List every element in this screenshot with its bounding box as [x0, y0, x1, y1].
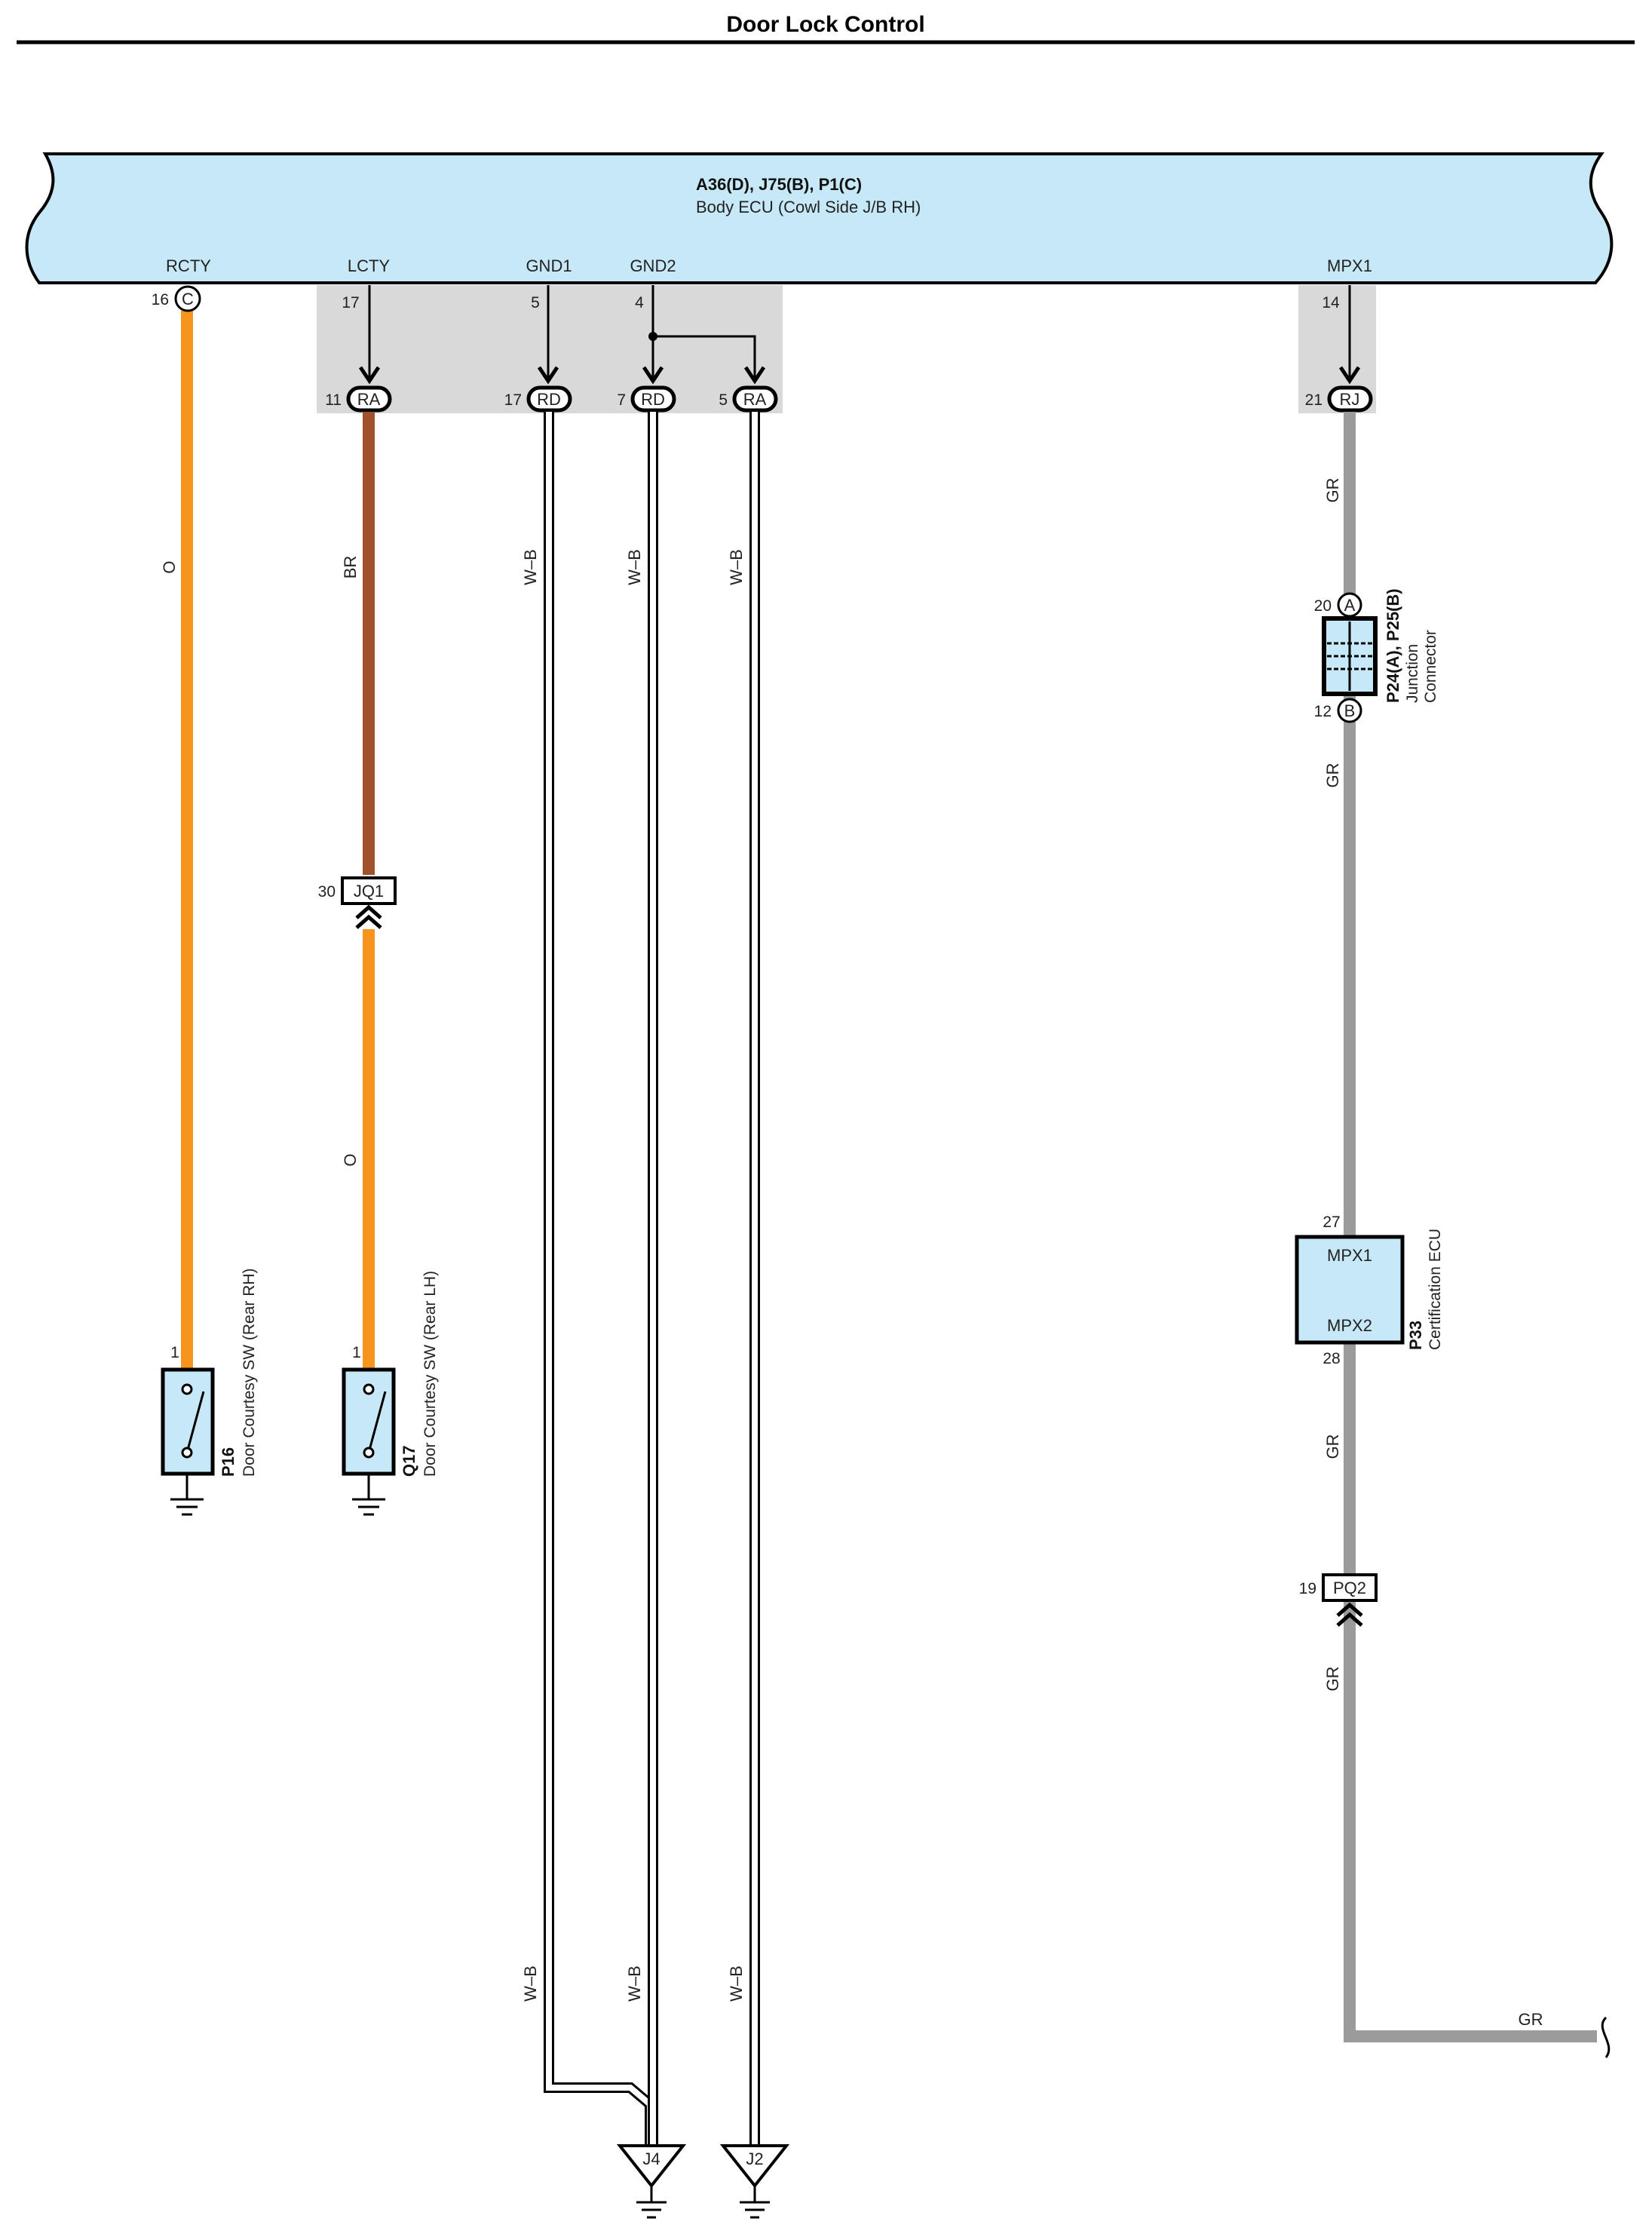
switch-p16-blade	[185, 1391, 205, 1453]
connector-rj-21-label: RJ	[1340, 390, 1360, 409]
wire-label-wb-1: W–B	[521, 549, 540, 585]
junction-pin-12: 12	[1314, 703, 1332, 720]
wire-label-wb-4: W–B	[521, 1965, 540, 2002]
pin-5-ra: 5	[719, 391, 728, 409]
wire-label-gr-4: GR	[1323, 1667, 1342, 1692]
male-terminal-gnd1	[537, 366, 559, 385]
switch-p16-contact-top	[181, 1383, 193, 1395]
body-ecu-name: Body ECU (Cowl Side J/B RH)	[696, 198, 921, 216]
connector-ra-11-label: RA	[357, 390, 381, 409]
jq1-chevron-1	[355, 904, 382, 919]
connector-rd-7-label: RD	[641, 390, 665, 409]
pin-17-lcty: 17	[342, 294, 359, 311]
pin-30: 30	[318, 883, 336, 901]
wire-gnd1-wb	[544, 412, 655, 2146]
body-ecu-connectors: A36(D), J75(B), P1(C)	[696, 175, 862, 194]
pin-4-gnd2: 4	[635, 294, 644, 311]
switch-q17-blade	[367, 1391, 387, 1453]
male-terminal-lcty	[358, 366, 381, 385]
switch-q17-contact-bottom	[363, 1447, 375, 1459]
switch-q17-name: Door Courtesy SW (Rear LH)	[421, 1271, 439, 1477]
connector-rd-17-label: RD	[537, 390, 561, 409]
connector-rj-21	[1327, 385, 1373, 413]
certification-ecu-box	[1295, 1235, 1405, 1345]
pq2-chevron-2	[1336, 1612, 1363, 1627]
ground-point-j2	[719, 2144, 790, 2189]
wire-gnd2-branch	[653, 335, 756, 377]
pin-16: 16	[152, 291, 169, 308]
switch-p16-pin: 1	[170, 1344, 179, 1361]
cert-ecu-name: Certification ECU	[1427, 1229, 1444, 1350]
pin-11: 11	[325, 391, 342, 409]
ground-point-j4	[616, 2144, 687, 2189]
wire-label-o: O	[160, 560, 179, 573]
wire-gnd1-wb-inner	[546, 412, 653, 2146]
wire-label-gr-2: GR	[1323, 763, 1342, 788]
wire-label-wb-6: W–B	[727, 1965, 746, 2002]
pin-5-gnd1: 5	[531, 294, 540, 311]
jq1-chevron-2	[355, 914, 382, 929]
wire-label-wb-5: W–B	[625, 1965, 644, 2002]
wire-label-br: BR	[341, 556, 360, 579]
pin-17-rd: 17	[504, 391, 522, 409]
connector-ra-11	[346, 385, 392, 413]
male-terminal-gnd2-branch	[743, 366, 766, 385]
wire-label-o-lcty: O	[341, 1153, 360, 1166]
terminal-lcty: LCTY	[348, 256, 391, 275]
pin-19: 19	[1299, 1580, 1316, 1597]
connector-c-label: C	[182, 290, 194, 308]
switch-q17-id: Q17	[400, 1445, 418, 1477]
wire-label-gr-3: GR	[1323, 1435, 1342, 1459]
terminal-mpx1: MPX1	[1327, 256, 1372, 275]
wire-break-mark	[1601, 2016, 1611, 2058]
junction-connector-name-2: Connector	[1422, 630, 1439, 703]
pq2-chevron-1	[1336, 1602, 1363, 1617]
cert-term-mpx1: MPX1	[1327, 1246, 1372, 1265]
wire-label-wb-2: W–B	[625, 549, 644, 585]
switch-p16-id: P16	[219, 1447, 238, 1477]
male-terminal-gnd2	[642, 366, 664, 385]
cert-ecu-id: P33	[1406, 1321, 1425, 1350]
ground-j4-label: J4	[642, 2149, 660, 2168]
junction-connector-id: P24(A), P25(B)	[1384, 588, 1402, 703]
body-ecu-box	[25, 152, 1614, 284]
connector-ra-5-label: RA	[743, 390, 767, 409]
terminal-gnd1: GND1	[526, 256, 572, 275]
wire-mpx-gray	[1344, 412, 1597, 2042]
connector-rd-7	[630, 385, 676, 413]
junction-pin-20: 20	[1314, 597, 1332, 615]
pin-7: 7	[617, 391, 626, 409]
junction-conn-a-label: A	[1344, 596, 1356, 615]
cert-term-mpx2: MPX2	[1327, 1316, 1372, 1335]
switch-p16-name: Door Courtesy SW (Rear RH)	[241, 1268, 258, 1477]
pin-14-mpx1: 14	[1322, 294, 1340, 311]
male-terminal-mpx1	[1338, 366, 1361, 385]
wire-label-gr-5: GR	[1519, 2010, 1543, 2029]
ground-j2-label: J2	[746, 2149, 763, 2168]
wire-label-wb-3: W–B	[727, 549, 746, 585]
connector-jq1	[341, 876, 397, 905]
pin-21: 21	[1305, 391, 1323, 409]
connector-pq2	[1322, 1573, 1378, 1602]
cert-pin-27: 27	[1323, 1214, 1340, 1231]
junction-conn-b-label: B	[1344, 701, 1356, 720]
connector-ra-5	[732, 385, 778, 413]
switch-q17-contact-top	[363, 1383, 375, 1395]
switch-q17-pin: 1	[352, 1344, 361, 1361]
cert-pin-28: 28	[1323, 1350, 1340, 1367]
connector-jq1-label: JQ1	[354, 882, 384, 901]
connector-pq2-label: PQ2	[1333, 1579, 1366, 1597]
page-title: Door Lock Control	[726, 12, 924, 37]
switch-p16-contact-bottom	[181, 1447, 193, 1459]
wire-label-gr-1: GR	[1323, 478, 1342, 503]
connector-rd-17	[526, 385, 572, 413]
junction-conn-b	[1337, 698, 1362, 723]
junction-connector-name-1: Junction	[1404, 644, 1421, 703]
connector-c-16	[174, 285, 201, 312]
terminal-gnd2: GND2	[630, 256, 676, 275]
terminal-rcty: RCTY	[166, 256, 211, 275]
